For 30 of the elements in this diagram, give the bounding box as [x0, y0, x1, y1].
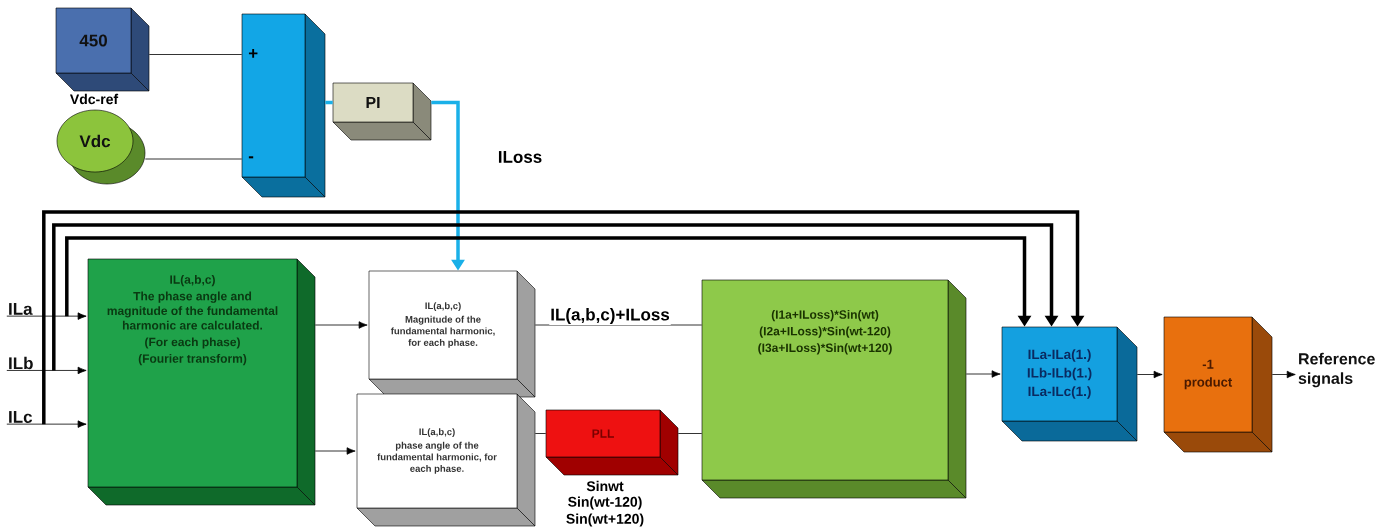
sum-block: + - [241, 13, 326, 198]
arrow [6, 366, 87, 375]
constant-block: 450 [55, 7, 150, 92]
process-block: (I1a+ILoss)*Sin(wt) (I2a+ILoss)*Sin(wt-120) (I3a+ILoss)*Sin(wt+120) [701, 279, 967, 499]
arrow [6, 312, 87, 320]
block-caption: Sinwt [586, 480, 624, 492]
process-block: IL(a,b,c) The phase angle and magnitude of the fundamental harmonic are calculated. (For each phase) (Fourier transform) [87, 258, 316, 506]
arrow [314, 321, 368, 329]
input-label: ILc [9, 411, 33, 423]
arrow [6, 420, 87, 428]
block-caption: Sin(wt-120) [568, 496, 642, 510]
arrow [52, 223, 1059, 371]
pll-block: PLL [545, 409, 679, 476]
process-block: IL(a,b,c) phase angle of the fundamental harmonic, for each phase. [356, 393, 536, 527]
arrow [1271, 370, 1296, 379]
product-block: -1 product [1163, 316, 1273, 453]
output-label: Reference signals [1298, 352, 1375, 388]
block-caption: Sin(wt+120) [566, 513, 644, 527]
edge-label: ILoss [496, 150, 544, 164]
arrow [42, 210, 1085, 425]
block-caption: Vdc-ref [70, 93, 119, 105]
input-label: ILa [9, 303, 33, 315]
arrow [1136, 370, 1163, 379]
controller-block: PI [332, 82, 432, 141]
process-block: IL(a,b,c) Magnitude of the fundamental harmonic, for each phase. [368, 270, 536, 398]
input-label: ILb [9, 356, 33, 370]
arrow [314, 447, 356, 455]
edge-label: IL(a,b,c)+ILoss [549, 307, 671, 325]
arrow [965, 370, 1001, 378]
process-block: ILa-ILa(1.) ILb-ILb(1.) ILa-ILc(1.) [1001, 326, 1138, 442]
